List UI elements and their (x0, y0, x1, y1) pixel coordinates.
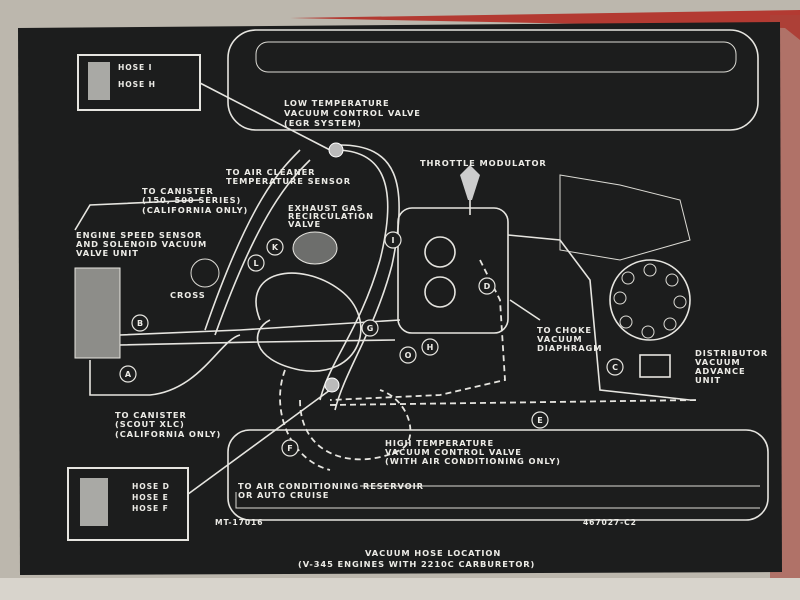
caption-title: VACUUM HOSE LOCATION (365, 548, 501, 558)
hose-e-label: HOSE E (132, 493, 169, 502)
cross-fitting (190, 258, 220, 288)
svg-text:EXHAUST GAS: EXHAUST GAS (288, 203, 364, 213)
svg-text:I: I (392, 236, 395, 245)
svg-text:F: F (287, 444, 292, 453)
hose-letter-h: H (421, 338, 439, 356)
hose-letter-l: L (247, 254, 265, 272)
svg-text:DIAPHRAGM: DIAPHRAGM (537, 343, 602, 353)
hose-letter-a: A (119, 365, 137, 383)
hose-letter-k: K (266, 238, 284, 256)
hose-letter-i: I (384, 231, 402, 249)
svg-text:ADVANCE: ADVANCE (695, 366, 746, 376)
bottom-edge (0, 578, 800, 600)
hose-h-label: HOSE H (118, 80, 156, 89)
throttle-modulator-icon (460, 165, 480, 200)
svg-text:H: H (427, 343, 434, 352)
svg-text:(150, 500 SERIES): (150, 500 SERIES) (142, 195, 241, 205)
svg-text:(WITH AIR CONDITIONING ONLY): (WITH AIR CONDITIONING ONLY) (385, 456, 561, 466)
svg-text:VACUUM CONTROL VALVE: VACUUM CONTROL VALVE (385, 447, 522, 457)
svg-text:(CALIFORNIA ONLY): (CALIFORNIA ONLY) (142, 205, 248, 215)
svg-text:VALVE: VALVE (288, 219, 321, 229)
svg-text:TO CANISTER: TO CANISTER (142, 186, 214, 196)
svg-text:ENGINE SPEED SENSOR: ENGINE SPEED SENSOR (76, 230, 202, 240)
carb-bore-2 (424, 276, 456, 308)
label-egr-valve: EXHAUST GAS RECIRCULATION VALVE (288, 203, 374, 229)
hose-letter-d: D (478, 277, 496, 295)
label-canister-scout: TO CANISTER (SCOUT XLC) (CALIFORNIA ONLY… (115, 410, 221, 439)
valve-icon (80, 478, 108, 526)
hose-letter-f: F (281, 439, 299, 457)
hose-d-label: HOSE D (132, 482, 170, 491)
svg-text:C: C (612, 363, 618, 372)
hose-letter-e: E (531, 411, 549, 429)
svg-text:VACUUM CONTROL VALVE: VACUUM CONTROL VALVE (284, 108, 421, 118)
part-number-right: 467027-C2 (583, 518, 637, 527)
label-air-cleaner: TO AIR CLEANER TEMPERATURE SENSOR (226, 167, 351, 186)
label-choke: TO CHOKE VACUUM DIAPHRAGM (537, 325, 602, 353)
svg-text:(CALIFORNIA ONLY): (CALIFORNIA ONLY) (115, 429, 221, 439)
part-number-left: MT-17016 (215, 518, 263, 527)
low-temp-valve-icon (328, 142, 344, 158)
upper-valve-cover-rail (255, 41, 737, 73)
carburetor (397, 207, 509, 334)
svg-text:UNIT: UNIT (695, 375, 721, 385)
svg-text:K: K (272, 243, 279, 252)
hose-letter-b: B (131, 314, 149, 332)
svg-text:A: A (125, 370, 132, 379)
svg-text:AND SOLENOID VACUUM: AND SOLENOID VACUUM (76, 239, 207, 249)
label-engine-speed-sensor: ENGINE SPEED SENSOR AND SOLENOID VACUUM … (76, 230, 207, 258)
svg-text:HIGH TEMPERATURE: HIGH TEMPERATURE (385, 438, 494, 448)
valve-icon (88, 62, 110, 100)
svg-text:LOW TEMPERATURE: LOW TEMPERATURE (284, 98, 390, 108)
svg-text:TEMPERATURE SENSOR: TEMPERATURE SENSOR (226, 176, 351, 186)
vacuum-advance-unit (639, 354, 671, 378)
svg-text:(EGR SYSTEM): (EGR SYSTEM) (284, 118, 362, 128)
svg-text:TO CHOKE: TO CHOKE (537, 325, 592, 335)
svg-text:E: E (537, 416, 542, 425)
svg-text:OR AUTO CRUISE: OR AUTO CRUISE (238, 490, 329, 500)
svg-text:D: D (484, 282, 491, 291)
solenoid-valve-unit (74, 267, 121, 359)
label-throttle-modulator: THROTTLE MODULATOR (420, 158, 547, 168)
label-ac-reservoir: TO AIR CONDITIONING RESERVOIR OR AUTO CR… (238, 481, 424, 500)
svg-text:DISTRIBUTOR: DISTRIBUTOR (695, 348, 768, 358)
egr-valve (292, 231, 338, 265)
hose-i-label: HOSE I (118, 63, 152, 72)
carb-bore-1 (424, 236, 456, 268)
caption-subtitle: (V-345 ENGINES WITH 2210C CARBURETOR) (298, 559, 535, 569)
label-low-temp-valve: LOW TEMPERATURE VACUUM CONTROL VALVE (EG… (284, 98, 421, 128)
upper-valve-cover (227, 29, 759, 131)
hose-letter-g: G (361, 319, 379, 337)
svg-text:G: G (367, 324, 374, 333)
lower-valve-cover (227, 429, 769, 521)
svg-text:L: L (253, 259, 258, 268)
hose-letter-o: O (399, 346, 417, 364)
distributor-terminals (613, 263, 687, 339)
svg-text:TO AIR CLEANER: TO AIR CLEANER (226, 167, 315, 177)
high-temp-valve-icon (324, 377, 340, 393)
svg-text:VACUUM: VACUUM (695, 357, 741, 367)
distributor-cap (609, 259, 691, 341)
label-cross: CROSS (170, 290, 206, 300)
svg-text:VACUUM: VACUUM (537, 334, 583, 344)
label-distributor: DISTRIBUTOR VACUUM ADVANCE UNIT (695, 348, 768, 385)
black-decal-plate (18, 22, 782, 575)
svg-text:(SCOUT XLC): (SCOUT XLC) (115, 419, 185, 429)
vacuum-hoses (74, 82, 760, 509)
svg-text:B: B (137, 319, 143, 328)
svg-text:VALVE UNIT: VALVE UNIT (76, 248, 139, 258)
svg-text:TO AIR CONDITIONING RESERVOIR: TO AIR CONDITIONING RESERVOIR (238, 481, 424, 491)
hose-f-label: HOSE F (132, 504, 169, 513)
svg-text:O: O (405, 351, 412, 360)
hose-letter-c: C (606, 358, 624, 376)
label-high-temp-valve: HIGH TEMPERATURE VACUUM CONTROL VALVE (W… (385, 438, 561, 466)
red-paint-edge (290, 10, 800, 40)
svg-text:RECIRCULATION: RECIRCULATION (288, 211, 374, 221)
label-canister-150: TO CANISTER (150, 500 SERIES) (CALIFORNI… (142, 186, 248, 215)
svg-text:TO CANISTER: TO CANISTER (115, 410, 187, 420)
water-pump-outline (559, 174, 691, 261)
